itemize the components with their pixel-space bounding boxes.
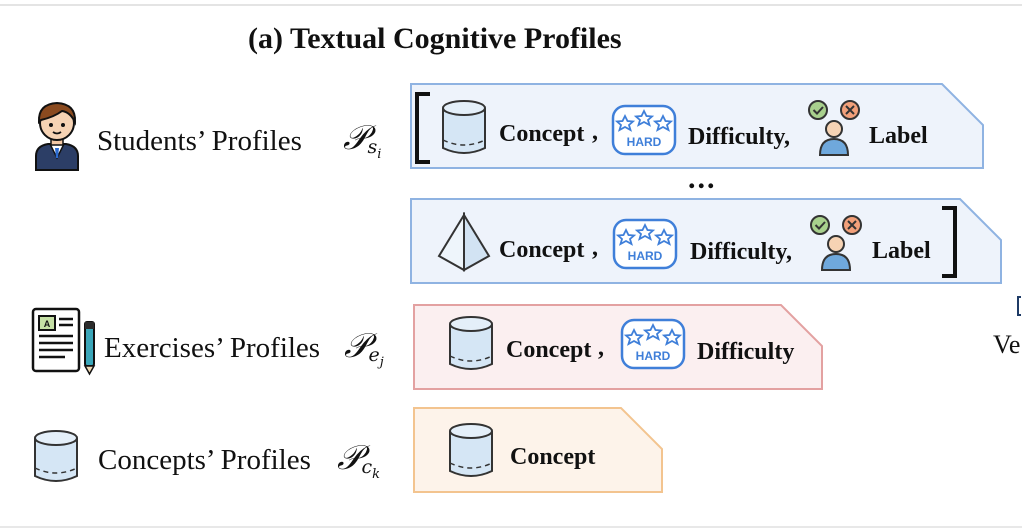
concept-text: Concept bbox=[510, 444, 596, 470]
svg-text:A: A bbox=[44, 319, 51, 329]
concepts-profile-symbol: 𝒫ck bbox=[337, 438, 381, 482]
close-bracket bbox=[938, 206, 960, 278]
concept-text: Concept bbox=[499, 121, 585, 147]
label-text: Label bbox=[872, 238, 931, 264]
difficulty-text: Difficulty, bbox=[688, 124, 790, 150]
concept-cylinder-icon bbox=[32, 428, 80, 486]
student-avatar-icon bbox=[28, 96, 86, 172]
bottom-divider bbox=[0, 526, 1022, 528]
label-person-check-cross-icon bbox=[806, 99, 862, 157]
students-profiles-label: Students’ Profiles bbox=[97, 125, 302, 157]
hard-difficulty-badge-icon: HARD bbox=[612, 218, 678, 270]
label-text: Label bbox=[869, 123, 928, 149]
concepts-profiles-label: Concepts’ Profiles bbox=[98, 444, 311, 476]
pyramid-icon bbox=[436, 211, 492, 274]
comma-text: , bbox=[592, 235, 598, 261]
cutoff-bracket-fragment bbox=[1016, 296, 1022, 316]
concept-text: Concept bbox=[506, 337, 592, 363]
svg-text:HARD: HARD bbox=[627, 135, 662, 149]
ellipsis: ... bbox=[688, 162, 717, 195]
cylinder-icon bbox=[447, 421, 495, 481]
exercises-profiles-label: Exercises’ Profiles bbox=[104, 332, 321, 364]
comma-text: , bbox=[592, 119, 598, 145]
figure-title: (a) Textual Cognitive Profiles bbox=[248, 22, 622, 55]
hard-difficulty-badge-icon: HARD bbox=[611, 104, 677, 156]
svg-text:HARD: HARD bbox=[636, 349, 671, 363]
exercise-record-card bbox=[413, 304, 823, 390]
cylinder-icon bbox=[440, 98, 488, 158]
exercises-profile-symbol: 𝒫ej bbox=[344, 326, 384, 370]
hard-difficulty-badge-icon: HARD bbox=[620, 318, 686, 370]
difficulty-text: Difficulty, bbox=[690, 239, 792, 265]
difficulty-text: Difficulty bbox=[697, 339, 795, 365]
svg-text:HARD: HARD bbox=[628, 249, 663, 263]
cutoff-text: Ve bbox=[993, 330, 1021, 359]
students-profile-symbol: 𝒫si bbox=[343, 118, 382, 162]
open-bracket bbox=[412, 92, 434, 164]
exercise-sheet-icon: A bbox=[30, 306, 100, 376]
label-person-check-cross-icon bbox=[808, 214, 864, 272]
concept-text: Concept bbox=[499, 237, 585, 263]
cylinder-icon bbox=[447, 314, 495, 374]
comma-text: , bbox=[598, 335, 604, 361]
top-divider bbox=[0, 4, 1022, 6]
